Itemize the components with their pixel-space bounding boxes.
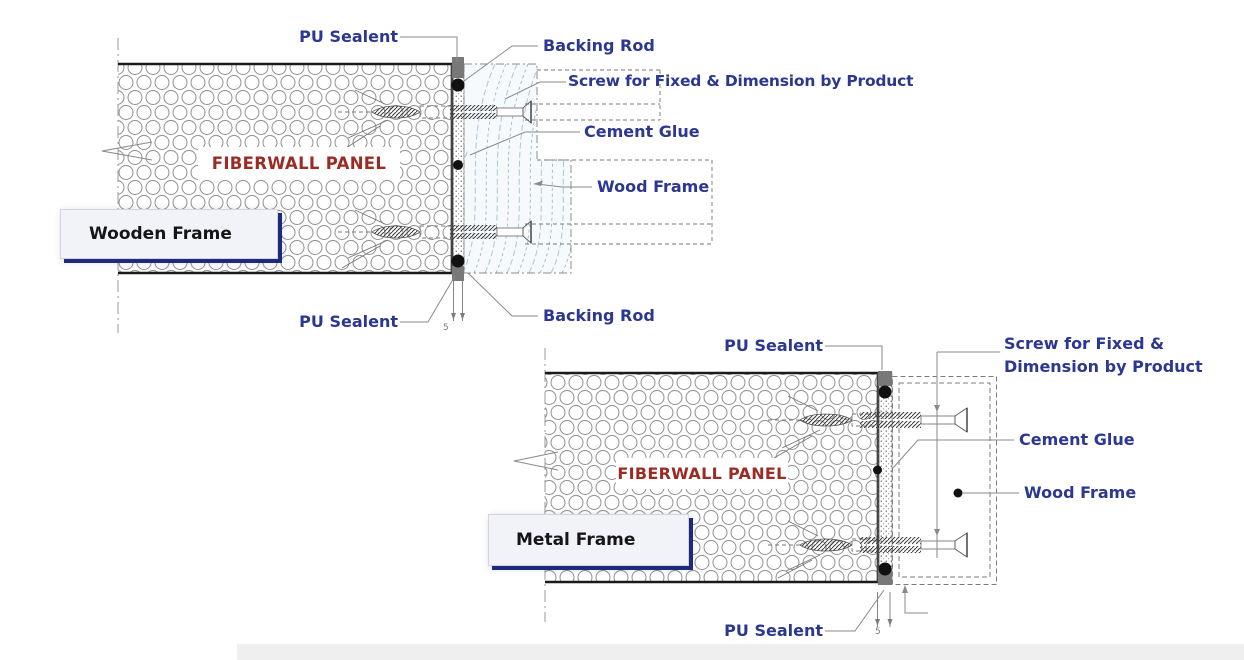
pu-sealant-top xyxy=(878,371,892,386)
callout-pu-sealent-top: PU Sealent xyxy=(724,336,823,355)
joint-width-dimension: 5 xyxy=(875,627,881,637)
callout-wood-frame: Wood Frame xyxy=(597,177,710,196)
pu-sealant-top xyxy=(452,57,464,78)
leader-lines xyxy=(825,345,1019,632)
break-symbol xyxy=(101,141,153,161)
callout-screw: Screw for Fixed & Dimension by Product xyxy=(1004,332,1204,378)
break-symbol xyxy=(513,451,559,471)
screw-fastener xyxy=(338,209,532,269)
metal-frame-box: Metal Frame xyxy=(488,514,689,566)
callout-pu-sealent-bottom: PU Sealent xyxy=(724,621,823,640)
mid-fixing-dot xyxy=(873,465,882,475)
screw-fastener xyxy=(338,89,532,153)
callout-pu-sealent-top: PU Sealent xyxy=(299,27,398,46)
metal-frame-section xyxy=(892,376,997,585)
callout-screw: Screw for Fixed & Dimension by Product xyxy=(568,72,914,90)
wooden-frame-box: Wooden Frame xyxy=(60,209,278,259)
frame-edge-leader xyxy=(902,585,928,614)
backing-rod-bottom-dot xyxy=(878,562,892,576)
wood-frame-section xyxy=(463,63,713,274)
backing-rod-top-dot xyxy=(451,78,465,92)
mid-fixing-dot xyxy=(453,160,463,170)
wooden-frame-box-label: Wooden Frame xyxy=(89,224,232,244)
screw-fastener xyxy=(768,395,968,459)
callout-screw-line1: Screw for Fixed & xyxy=(1004,334,1165,353)
footer-strip xyxy=(237,644,1244,660)
pu-sealant-bottom xyxy=(452,266,464,281)
callout-backing-rod-top: Backing Rod xyxy=(543,36,655,55)
callout-cement-glue: Cement Glue xyxy=(1019,430,1135,449)
callout-screw-line2: Dimension by Product xyxy=(1004,357,1203,376)
panel-title: FIBERWALL PANEL xyxy=(616,458,788,489)
screw-fastener xyxy=(768,520,968,579)
joint-dimension xyxy=(875,592,893,627)
callout-wood-frame: Wood Frame xyxy=(1024,483,1137,502)
joint-section xyxy=(451,57,465,281)
metal-frame-box-label: Metal Frame xyxy=(516,530,636,550)
joint-dimension xyxy=(451,280,465,321)
panel-title: FIBERWALL PANEL xyxy=(198,147,400,180)
backing-rod-top-dot xyxy=(878,385,892,399)
callout-backing-rod-bottom: Backing Rod xyxy=(543,306,655,325)
wood-frame-pointer-dot xyxy=(953,488,963,498)
callout-pu-sealent-bottom: PU Sealent xyxy=(299,312,398,331)
screw-dimension-line xyxy=(934,352,940,558)
callout-cement-glue: Cement Glue xyxy=(584,122,700,141)
leader-lines xyxy=(400,36,592,323)
backing-rod-bottom-dot xyxy=(451,254,465,268)
joint-width-dimension: 5 xyxy=(443,323,449,333)
